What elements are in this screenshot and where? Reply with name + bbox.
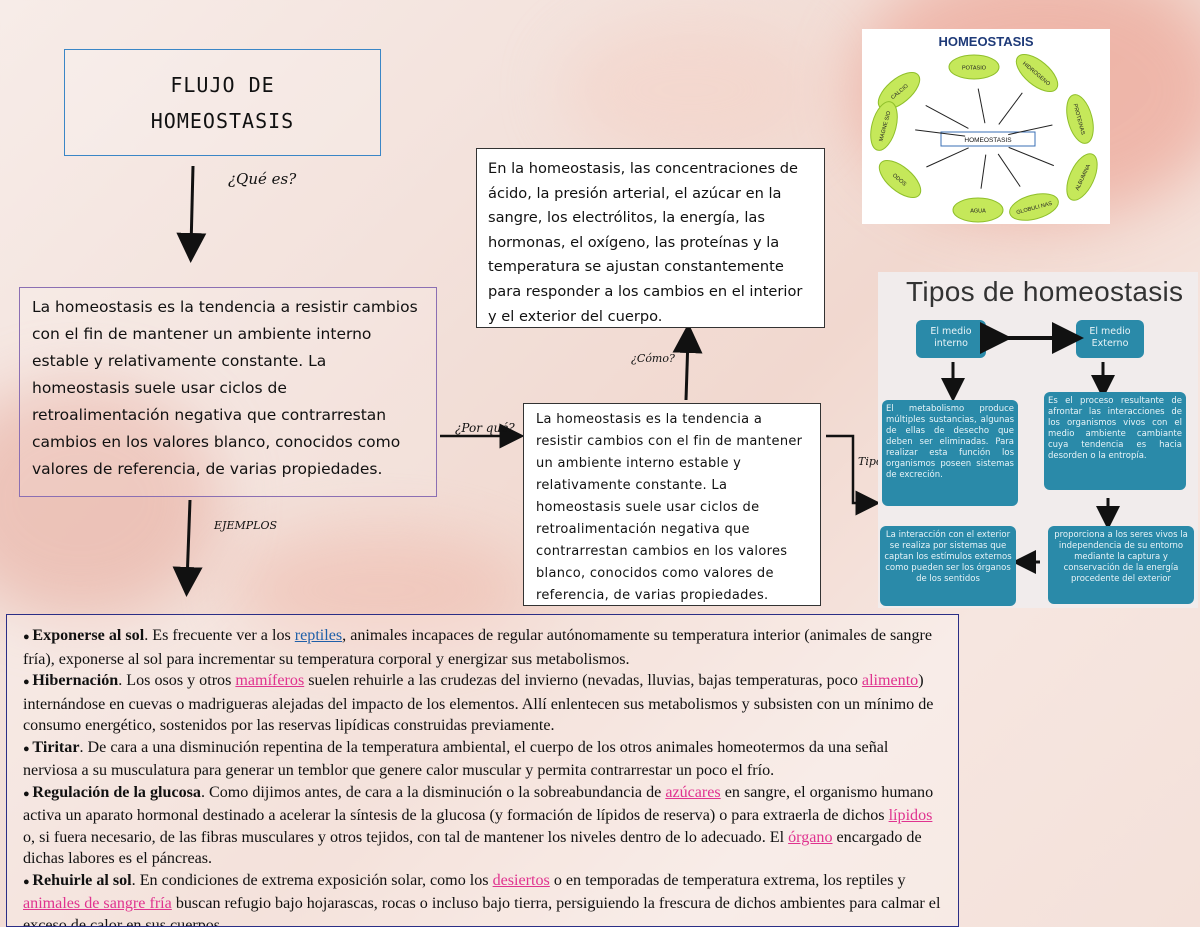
- example-link[interactable]: mamíferos: [235, 672, 305, 689]
- example-text: . De cara a una disminución repentina de…: [23, 738, 889, 780]
- example-link[interactable]: órgano: [788, 828, 833, 846]
- tipos-medio-externo: El medio Externo: [1076, 320, 1144, 358]
- background-blob: [560, 20, 820, 160]
- example-title: Hibernación: [32, 672, 119, 689]
- label-ejemplos: EJEMPLOS: [214, 519, 277, 532]
- title-line1: FLUJO DE: [170, 72, 275, 97]
- example-text: o en temporadas de temperatura extrema, …: [549, 871, 906, 889]
- arrow-def2-to-tipos: [826, 434, 881, 516]
- example-text: en sangre, el organismo humano activa un…: [23, 783, 934, 825]
- label-por-que: ¿Por qué?: [455, 421, 515, 435]
- homeostasis-node-label: POTASIO: [962, 66, 987, 72]
- example-text: . Como dijimos antes, de cara a la dismi…: [200, 783, 666, 801]
- example-text: o, si fuera necesario, de las fibras mus…: [23, 828, 789, 846]
- arrow-def2-to-concentrations: [672, 323, 703, 401]
- example-text: , animales incapaces de regular autónoma…: [23, 627, 933, 668]
- example-text: buscan refugio bajo hojarascas, rocas o …: [23, 895, 941, 927]
- homeostasis-node-arrow: [926, 147, 969, 168]
- example-text: encargado de dichas labores es el páncre…: [23, 828, 922, 868]
- example-title: Regulación de la glucosa: [32, 783, 201, 801]
- definition2-box: La homeostasis es la tendencia a resisti…: [523, 403, 821, 606]
- example-link[interactable]: desiertos: [492, 871, 550, 889]
- concentrations-box: En la homeostasis, las concentraciones d…: [476, 148, 825, 328]
- homeostasis-node: CALCIO: [877, 71, 921, 111]
- tipos-interno-desc: El metabolismo produce múltiples sustanc…: [882, 400, 1018, 506]
- example-item: ● Hibernación. Los osos y otros mamífero…: [23, 670, 946, 737]
- homeostasis-diagram-image: HOMEOSTASIS HOMEOSTASIS CALCIO POTASIO HID…: [862, 29, 1110, 224]
- homeostasis-center-box: [940, 131, 1036, 147]
- example-title: Tiritar: [32, 738, 80, 756]
- example-title: Rehuirle al sol: [32, 871, 132, 889]
- example-text: ) internándose en cuevas o madrigueras a…: [23, 672, 934, 734]
- example-link[interactable]: reptiles: [294, 627, 343, 644]
- example-text: suelen rehuirle a las crudezas del invie…: [304, 672, 862, 689]
- example-item: ● Regulación de la glucosa. Como dijimos…: [23, 782, 946, 870]
- tipos-proporciona: proporciona a los seres vivos la indepen…: [1048, 526, 1194, 604]
- homeostasis-node: POTASIO: [948, 54, 1000, 80]
- homeostasis-node-arrow: [1008, 146, 1054, 167]
- example-link[interactable]: lípidos: [888, 807, 933, 824]
- homeostasis-node: GLOBULI NAS: [1009, 193, 1059, 221]
- homeostasis-diagram-svg: HOMEOSTASIS HOMEOSTASIS CALCIO POTASIO HID…: [870, 34, 1098, 223]
- title-box: FLUJO DE HOMEOSTASIS: [64, 49, 381, 156]
- tipos-externo-desc: Es el proceso resultante de afrontar las…: [1044, 392, 1186, 490]
- arrow-title-to-definition: [176, 165, 207, 263]
- bullet-icon: ●: [23, 676, 33, 688]
- example-link[interactable]: azúcares: [665, 783, 721, 801]
- example-item: ● Tiritar. De cara a una disminución rep…: [23, 737, 946, 782]
- example-link[interactable]: animales de sangre fría: [23, 895, 172, 912]
- definition-box: La homeostasis es la tendencia a resisti…: [19, 287, 437, 497]
- homeostasis-node-arrow: [997, 153, 1021, 187]
- bullet-icon: ●: [23, 875, 33, 888]
- homeostasis-node-arrow: [998, 92, 1023, 125]
- homeostasis-node-label: AGUA: [970, 209, 986, 215]
- label-que-es: ¿Qué es?: [228, 170, 297, 188]
- example-text: . En condiciones de extrema exposición s…: [131, 871, 493, 889]
- arrow-definition-to-examples: [172, 499, 203, 597]
- label-tipo: Tipo: [858, 455, 883, 468]
- examples-list: ● Exponerse al sol. Es frecuente ver a l…: [23, 625, 946, 927]
- homeostasis-node: AGUA: [952, 197, 1004, 223]
- example-item: ● Rehuirle al sol. En condiciones de ext…: [23, 870, 946, 927]
- homeostasis-node-arrow: [915, 129, 966, 137]
- homeostasis-node-arrow: [1008, 124, 1053, 136]
- example-text: . Los osos y otros: [118, 672, 236, 689]
- homeostasis-node: MAGNE SIO: [870, 101, 898, 151]
- tipos-title: Tipos de homeostasis: [906, 276, 1184, 307]
- example-text: . Es frecuente ver a los: [144, 627, 295, 644]
- homeostasis-node-arrow: [925, 104, 969, 129]
- tipos-medio-interno: El medio interno: [916, 320, 986, 358]
- homeostasis-node: HIDROGENO: [1015, 53, 1059, 93]
- tipos-interaccion: La interacción con el exterior se realiz…: [880, 526, 1016, 606]
- homeostasis-node: ALBUMINA: [1066, 153, 1098, 201]
- tipos-homeostasis-image: Tipos de homeostasis El medio interno El…: [878, 272, 1198, 608]
- bullet-icon: ●: [23, 787, 33, 800]
- homeostasis-diagram-title: HOMEOSTASIS: [938, 34, 1033, 49]
- definition-text: La homeostasis es la tendencia a resisti…: [32, 298, 418, 478]
- homeostasis-center-label: HOMEOSTASIS: [964, 137, 1012, 144]
- homeostasis-node-arrow: [977, 88, 986, 124]
- definition2-text: La homeostasis es la tendencia a resisti…: [536, 412, 803, 603]
- examples-box: ● Exponerse al sol. Es frecuente ver a l…: [6, 614, 959, 927]
- homeostasis-node: ODOS: [878, 159, 922, 199]
- background-blob: [230, 530, 530, 650]
- example-title: Exponerse al sol: [32, 627, 145, 644]
- example-item: ● Exponerse al sol. Es frecuente ver a l…: [23, 625, 946, 670]
- label-como: ¿Cómo?: [631, 352, 675, 365]
- bullet-icon: ●: [23, 742, 33, 755]
- example-link[interactable]: alimento: [861, 672, 919, 689]
- concentrations-text: En la homeostasis, las concentraciones d…: [488, 160, 803, 325]
- homeostasis-node: PROTEINAS: [1066, 94, 1094, 144]
- title-line2: HOMEOSTASIS: [150, 108, 295, 133]
- bullet-icon: ●: [23, 631, 33, 643]
- homeostasis-node-arrow: [980, 154, 987, 189]
- tipos-arrows: [941, 322, 1120, 574]
